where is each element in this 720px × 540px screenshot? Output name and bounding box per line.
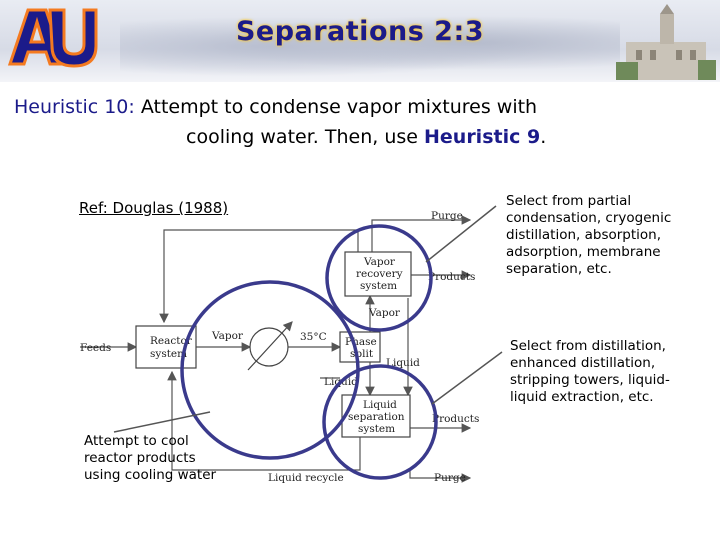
heuristic-label: Heuristic 10: [14, 96, 135, 118]
reactor-label-line1: Reactor [150, 335, 193, 347]
note-line: reactor products [84, 450, 196, 466]
vapor-recovery-system-box [344, 251, 412, 297]
heuristic-text-line2: cooling water. Then, use [186, 126, 424, 148]
heuristic-9-reference: Heuristic 9 [424, 126, 541, 148]
vrs-line1: Vapor [363, 256, 396, 268]
note-distillation: Select from distillation, enhanced disti… [510, 338, 670, 406]
liquid-side-label: Liquid [386, 357, 420, 369]
lss-line3: system [358, 423, 395, 435]
highlight-circle-vapor-recovery [325, 224, 433, 332]
phase-split-line2: split [350, 348, 374, 360]
reference-label: Ref: Douglas (1988) [79, 199, 229, 217]
header-banner: Separations 2:3 [0, 0, 720, 82]
purge-bottom-label: Purge [434, 472, 466, 484]
samford-hall-image [616, 4, 716, 80]
reactor-label-line2: system [150, 348, 187, 360]
vapor-label-1: Vapor [211, 330, 244, 342]
note-line: Select from distillation, [510, 338, 666, 354]
callout-line-partial [425, 205, 497, 263]
products-top-label: Products [428, 271, 475, 283]
highlight-circle-liquid-separation [322, 364, 438, 480]
vapor-label-2: Vapor [368, 307, 401, 319]
note-line: condensation, cryogenic [506, 210, 672, 226]
note-line: enhanced distillation, [510, 355, 656, 371]
vrs-line2: recovery [356, 268, 403, 280]
note-line: separation, etc. [506, 261, 612, 277]
auburn-logo [7, 8, 98, 68]
heuristic-text-period: . [540, 126, 547, 148]
highlight-circle-cooler [180, 280, 360, 460]
note-line: liquid extraction, etc. [510, 389, 654, 405]
feeds-label: Feeds [80, 342, 111, 354]
phase-split-box [339, 331, 381, 363]
heuristic-text-line1: Attempt to condense vapor mixtures with [140, 96, 538, 118]
vrs-line3: system [360, 280, 397, 292]
purge-top-label: Purge [431, 210, 463, 222]
tiger-eyes-backdrop [120, 8, 620, 78]
note-line: Attempt to cool [84, 433, 189, 449]
temperature-label: 35°C [300, 331, 327, 343]
lss-line1: Liquid [363, 399, 397, 411]
products-bottom-label: Products [432, 413, 479, 425]
note-cooling-water: Attempt to cool reactor products using c… [84, 433, 216, 484]
callout-line-distillation [431, 351, 503, 405]
phase-split-line1: Phase [345, 336, 377, 348]
heuristic-statement: Heuristic 10: Attempt to condense vapor … [14, 92, 684, 152]
note-line: distillation, absorption, [506, 227, 662, 243]
note-line: stripping towers, liquid- [510, 372, 670, 388]
page-title: Separations 2:3 [235, 16, 485, 47]
note-line: using cooling water [84, 467, 217, 483]
reactor-system-box [135, 325, 197, 369]
callout-line-cooling [113, 411, 211, 433]
lss-line2: separation [348, 411, 405, 423]
note-line: adsorption, membrane [506, 244, 661, 260]
note-line: Select from partial [506, 193, 632, 209]
note-partial-condensation: Select from partial condensation, cryoge… [506, 193, 671, 278]
liquid-recycle-label: Liquid recycle [268, 472, 344, 484]
